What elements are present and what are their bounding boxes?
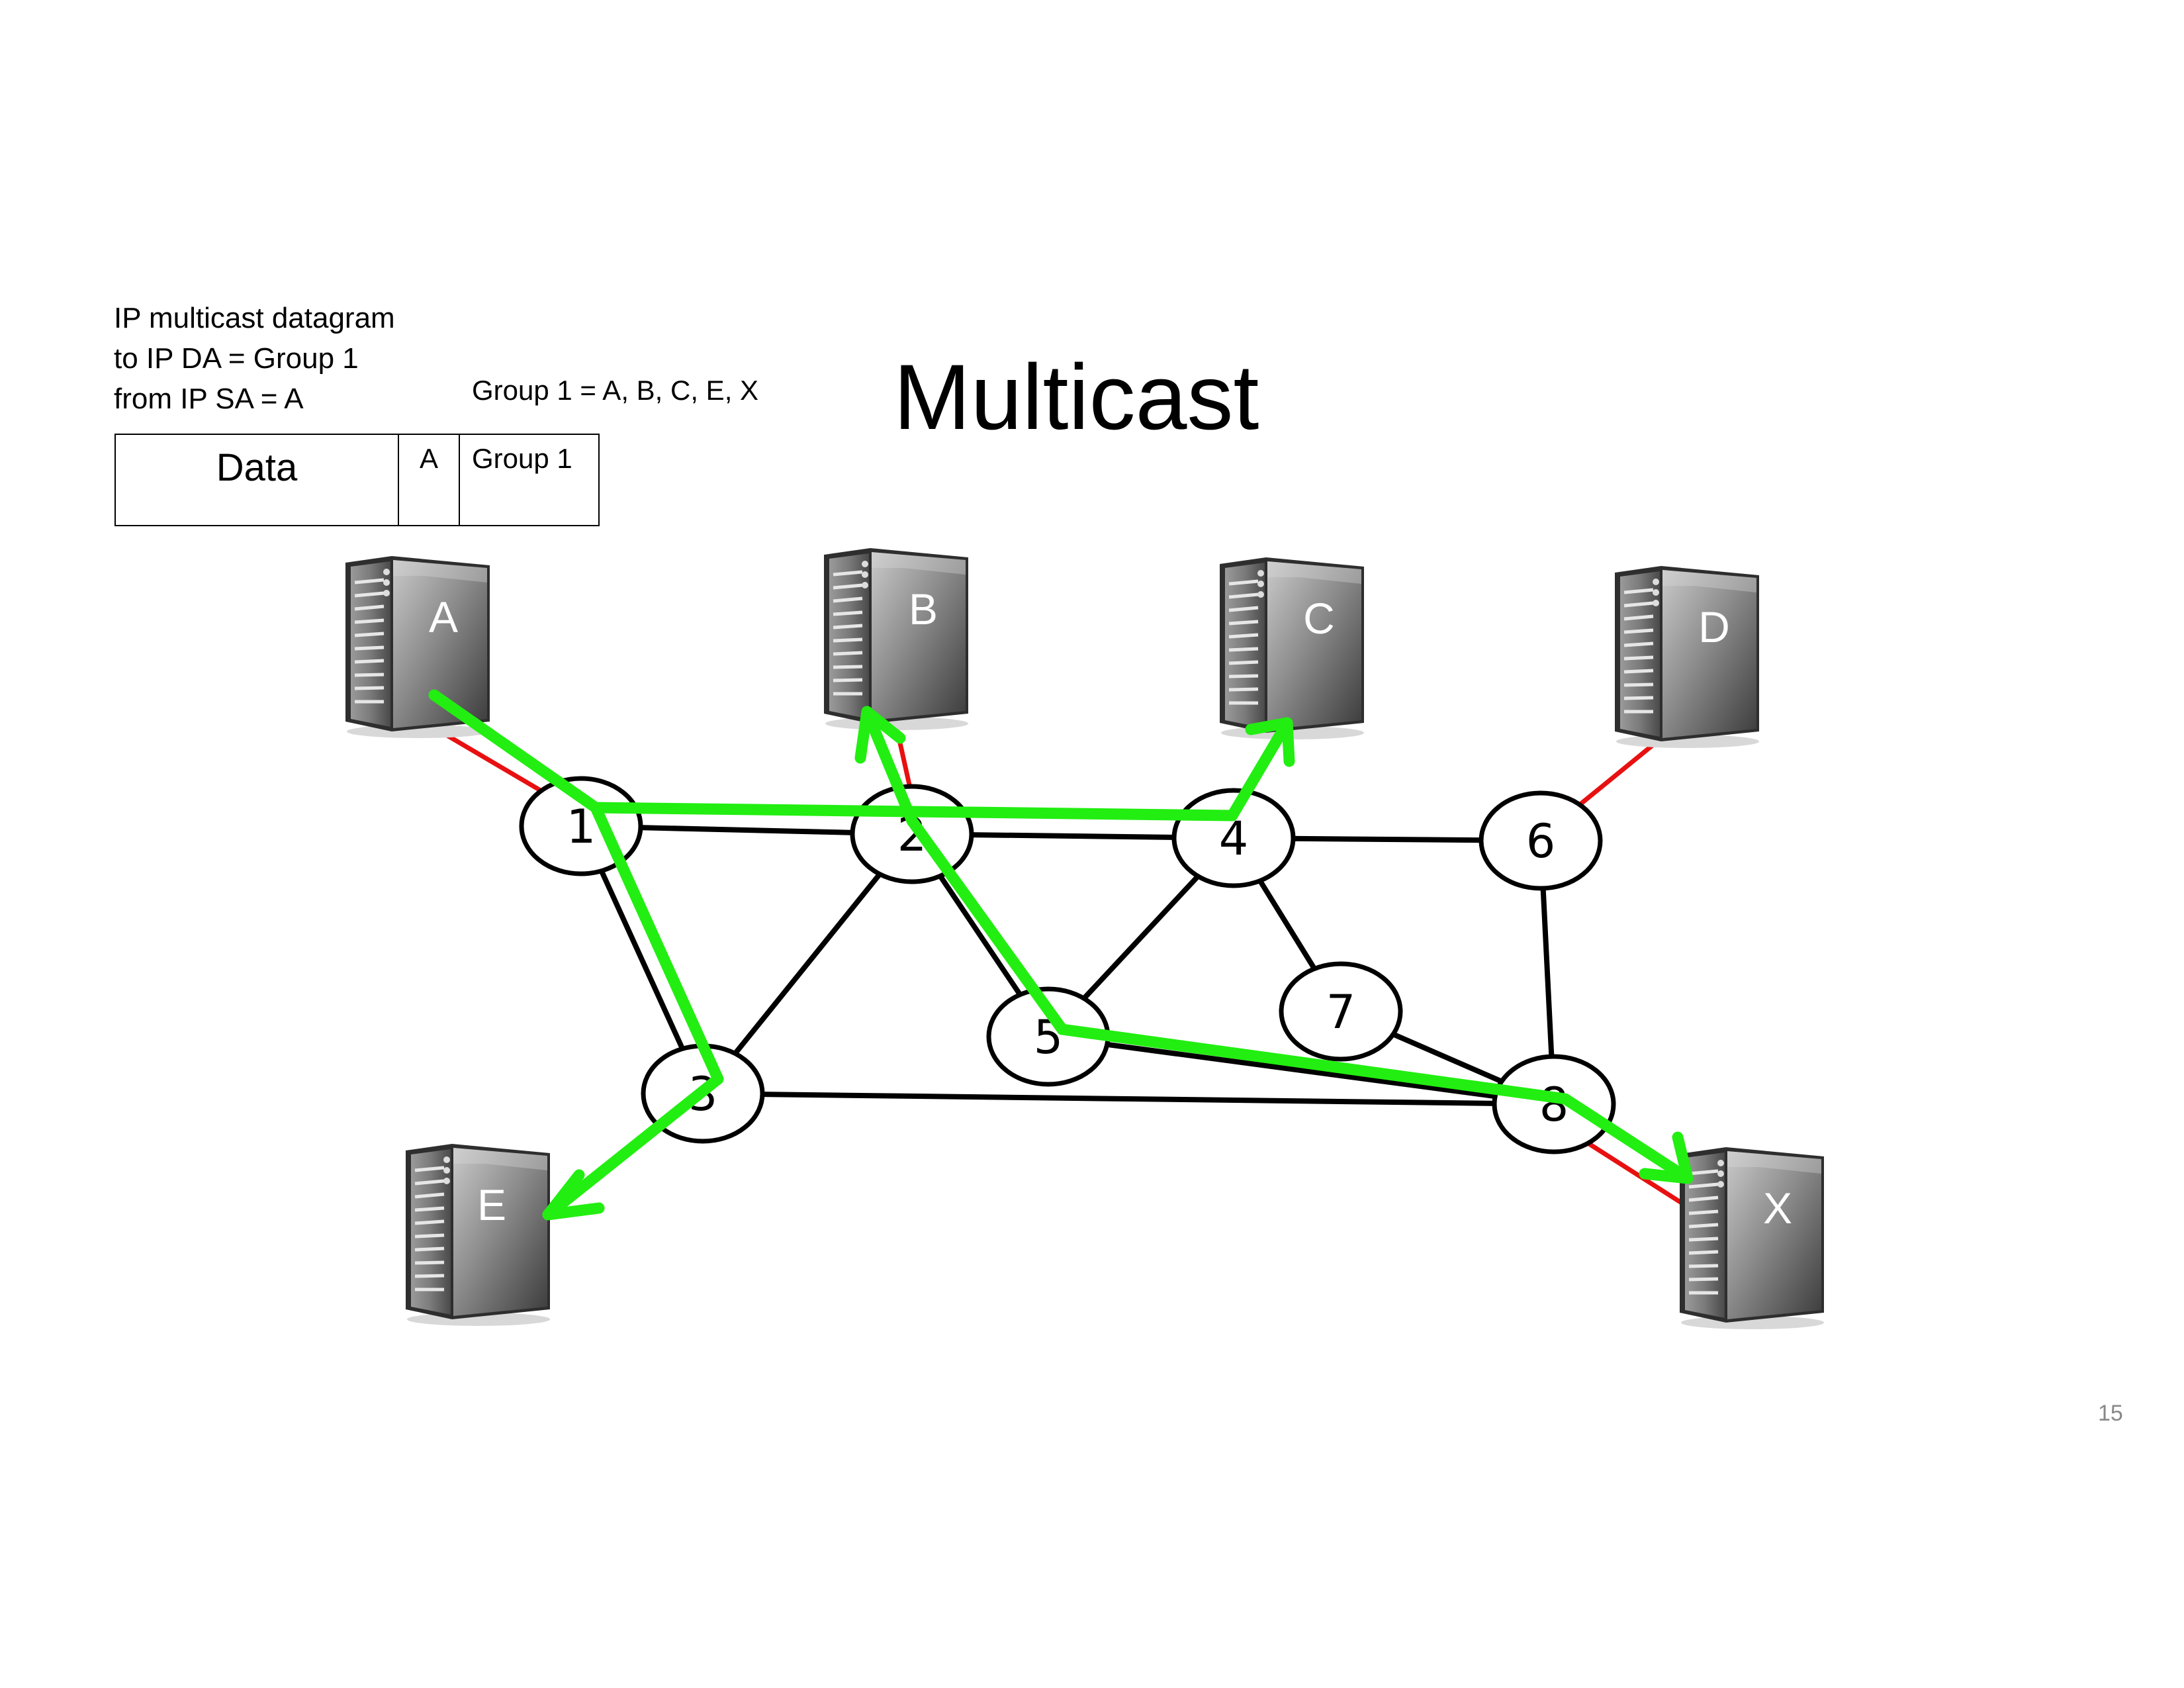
packet-format: Data A Group 1 xyxy=(114,434,600,526)
path-3-to-e xyxy=(542,1073,724,1221)
server-b: B xyxy=(824,548,968,730)
arrowhead-b xyxy=(854,706,906,764)
server-label-e: E xyxy=(477,1180,506,1229)
server-x: X xyxy=(1680,1147,1824,1329)
caption-line-1: IP multicast datagram xyxy=(114,302,395,334)
router-2: 2 xyxy=(850,784,974,884)
arrowhead-c xyxy=(1245,717,1295,767)
server-label-a: A xyxy=(429,592,458,641)
link-3-8 xyxy=(702,1091,1555,1107)
packet-destination-field: Group 1 xyxy=(460,435,600,525)
access-link-d xyxy=(1576,734,1666,808)
packet-source-field: A xyxy=(399,435,460,525)
server-e: E xyxy=(406,1144,550,1326)
server-icon xyxy=(1615,566,1759,748)
group-definition: Group 1 = A, B, C, E, X xyxy=(472,375,759,406)
server-icon xyxy=(1680,1147,1824,1329)
router-label: 6 xyxy=(1526,814,1556,868)
packet-data-label: Data xyxy=(216,446,298,489)
slide-title: Multicast xyxy=(893,345,1259,449)
router-7: 7 xyxy=(1279,961,1403,1062)
link-5-8 xyxy=(1048,1034,1555,1107)
server-label-b: B xyxy=(909,585,938,633)
multicast-paths xyxy=(428,689,1694,1221)
access-link-x xyxy=(1586,1141,1689,1209)
server-label-x: X xyxy=(1763,1184,1792,1233)
hosts: A B C D E X xyxy=(345,548,1824,1329)
arrowhead-e xyxy=(542,1169,605,1221)
path-1-to-c xyxy=(590,717,1293,821)
link-2-3 xyxy=(700,832,915,1096)
router-6: 6 xyxy=(1479,790,1603,891)
router-node xyxy=(1492,1054,1616,1154)
datagram-caption: IP multicast datagram to IP DA = Group 1… xyxy=(114,298,395,419)
server-d: D xyxy=(1615,566,1759,748)
slide-number: 15 xyxy=(2098,1401,2123,1426)
packet-data-field: Data xyxy=(116,435,399,525)
server-a: A xyxy=(345,556,490,738)
arrowhead-x xyxy=(1639,1131,1694,1184)
caption-line-3: from IP SA = A xyxy=(114,383,304,415)
server-icon xyxy=(1220,557,1364,739)
router-label: 7 xyxy=(1326,985,1356,1039)
router-node xyxy=(1479,790,1603,891)
router-node xyxy=(1279,961,1403,1062)
router-8: 8 xyxy=(1492,1054,1616,1154)
path-to-b xyxy=(861,706,1068,1035)
path-5-to-x xyxy=(1056,1023,1694,1184)
server-c: C xyxy=(1220,557,1364,739)
server-label-d: D xyxy=(1698,602,1730,651)
router-label: 8 xyxy=(1539,1078,1569,1132)
packet-source-label: A xyxy=(419,443,438,474)
server-icon xyxy=(406,1144,550,1326)
caption-line-2: to IP DA = Group 1 xyxy=(114,342,359,375)
server-label-c: C xyxy=(1303,594,1335,643)
server-icon xyxy=(824,548,968,730)
packet-destination-label: Group 1 xyxy=(472,443,572,474)
server-icon xyxy=(345,556,490,738)
